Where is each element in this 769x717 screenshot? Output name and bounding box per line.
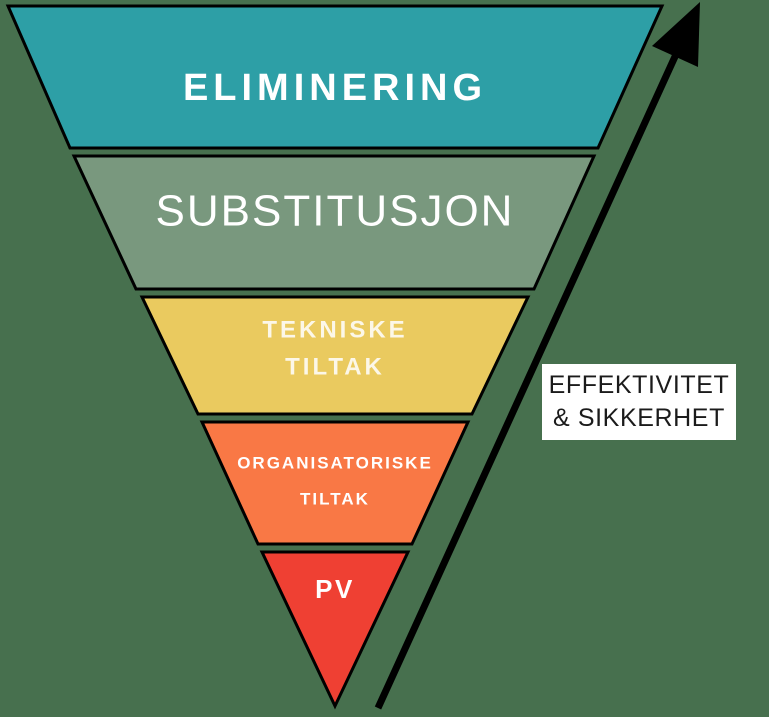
- pyramid-level-label-tekniske-tiltak-line2: TILTAK: [285, 354, 385, 381]
- effectiveness-arrow-head-icon: [652, 2, 700, 67]
- pyramid-level-tekniske-tiltak: [139, 295, 531, 416]
- pyramid-level-label-organisatoriske-tiltak-line2: TILTAK: [300, 490, 370, 509]
- pyramid-level-pv: [259, 550, 411, 710]
- pyramid-level-label-eliminering-line1: ELIMINERING: [183, 67, 487, 109]
- effectiveness-label-line1: EFFEKTIVITET: [548, 371, 730, 399]
- effectiveness-label-line2: & SIKKERHET: [553, 404, 725, 432]
- pyramid-level-substitusjon: [71, 154, 597, 291]
- pyramid-level-label-tekniske-tiltak-line1: TEKNISKE: [262, 317, 407, 344]
- effectiveness-label-box: EFFEKTIVITET & SIKKERHET: [542, 364, 736, 440]
- pyramid-level-eliminering: [5, 4, 665, 150]
- pyramid-level-organisatoriske-tiltak: [199, 420, 471, 546]
- pyramid-level-label-pv-line1: PV: [315, 574, 355, 604]
- pyramid-level-label-organisatoriske-tiltak-line1: ORGANISATORISKE: [237, 454, 433, 473]
- effectiveness-arrow-shaft: [374, 48, 682, 710]
- pyramid-level-label-substitusjon-line1: SUBSTITUSJON: [156, 187, 515, 236]
